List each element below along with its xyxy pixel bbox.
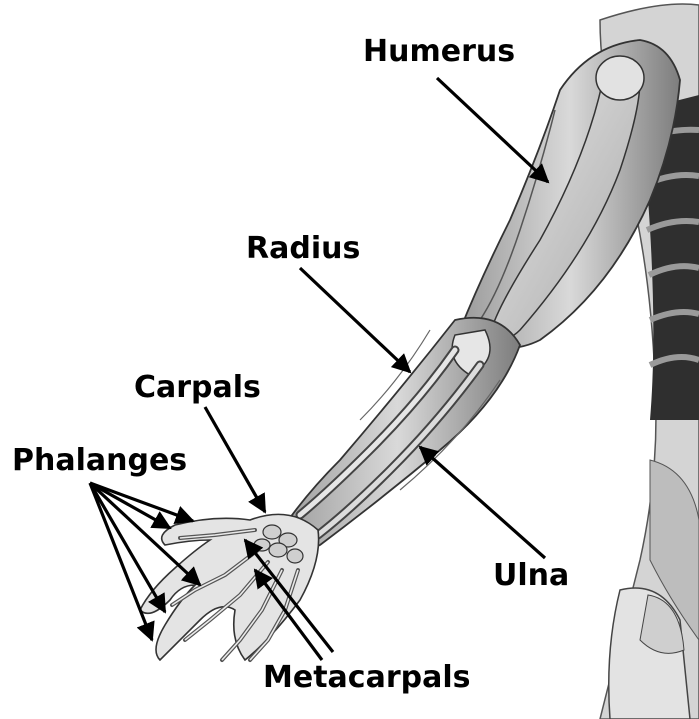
arm-illustration (140, 4, 699, 719)
forearm-illustration (275, 318, 520, 552)
label-humerus: Humerus (363, 34, 515, 69)
label-phalanges: Phalanges (12, 443, 187, 478)
ulna-arrow (420, 447, 545, 558)
carpals-arrow (205, 407, 265, 512)
label-ulna: Ulna (493, 558, 569, 593)
upper-arm-illustration (460, 40, 680, 348)
phalanges-arrow-5 (90, 483, 152, 640)
radius-arrow (300, 268, 410, 372)
label-carpals: Carpals (134, 370, 261, 405)
label-metacarpals: Metacarpals (263, 660, 470, 695)
humerus-arrow (437, 78, 548, 182)
phalanges-arrow-1 (90, 483, 193, 521)
hand-illustration (140, 514, 319, 660)
label-radius: Radius (246, 231, 360, 266)
